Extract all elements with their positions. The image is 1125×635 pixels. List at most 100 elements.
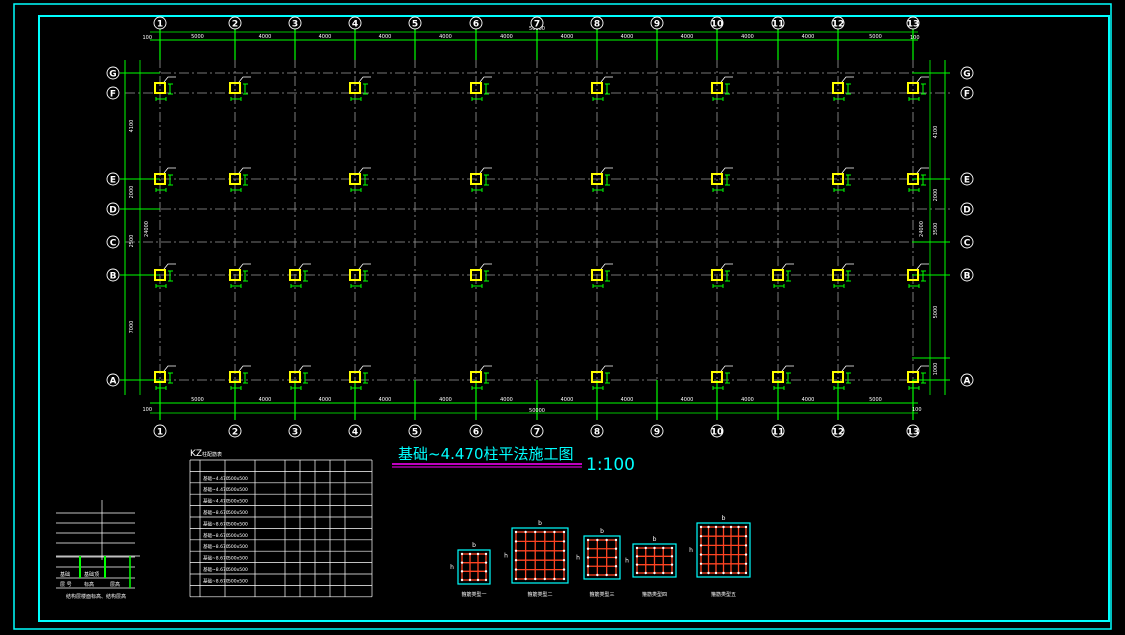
- section-bar: [699, 544, 703, 547]
- axis-bubble-label: 8: [594, 20, 600, 30]
- column-kz: [289, 263, 311, 288]
- column-kz: [229, 263, 251, 288]
- axis-bubble-label: 11: [772, 428, 785, 438]
- axis-bubble: 3: [288, 16, 302, 30]
- axis-bubble-circle: [469, 424, 483, 438]
- column-leader: [238, 76, 251, 83]
- section-bar: [737, 571, 740, 575]
- axis-bubble-circle: [771, 424, 785, 438]
- section-bar: [699, 535, 703, 538]
- section-label: 箍筋类型一: [461, 591, 486, 598]
- axis-bubble-circle: [153, 424, 167, 438]
- column-section: [289, 269, 301, 281]
- bottom-dim-label: 4000: [741, 397, 754, 403]
- axis-bubble-circle: [106, 86, 120, 100]
- column-kz: [229, 365, 251, 390]
- axis-bubble-label: 12: [832, 20, 845, 30]
- column-section: [591, 269, 603, 281]
- column-kz: [832, 76, 854, 101]
- column-leader: [720, 263, 733, 270]
- bottom-total-label: 50000: [529, 408, 545, 414]
- section-bar: [596, 573, 599, 577]
- axis-bubble-circle: [960, 66, 974, 80]
- kz-row-size: 500x500: [228, 567, 248, 573]
- axis-bubble-circle: [650, 424, 664, 438]
- section-bar: [707, 571, 710, 575]
- section-bar: [534, 530, 537, 534]
- kz-row-range: 基础~8.670: [203, 520, 229, 527]
- column-kz: [711, 365, 733, 390]
- top-dim-label: 4000: [561, 34, 574, 40]
- section-bar: [484, 552, 488, 556]
- section-bar: [460, 570, 464, 573]
- right-dim-label: 1000: [933, 363, 939, 376]
- column-leader: [600, 365, 613, 372]
- kz-row-size: 500x500: [228, 544, 248, 550]
- section-bar: [614, 538, 618, 542]
- axis-bubble-circle: [106, 268, 120, 282]
- axis-bubble-circle: [408, 16, 422, 30]
- axis-bubble: 6: [469, 424, 483, 438]
- axis-bubble-circle: [348, 16, 362, 30]
- section-bar: [744, 562, 748, 565]
- section-bar: [553, 530, 556, 534]
- axis-bubble-circle: [906, 16, 920, 30]
- column-kz: [591, 167, 613, 192]
- axis-bubble-label: B: [110, 272, 117, 282]
- column-section: [289, 371, 301, 383]
- axis-bubble-circle: [530, 16, 544, 30]
- section-bar: [744, 535, 748, 538]
- section-bar: [484, 570, 488, 573]
- axis-bubble: 9: [650, 16, 664, 30]
- axis-bubble-label: 5: [412, 428, 418, 438]
- axis-bubble: 2: [228, 16, 242, 30]
- axis-bubble: 8: [590, 424, 604, 438]
- axis-bubble-label: A: [110, 377, 117, 387]
- axis-bubble: C: [106, 235, 120, 249]
- axis-bubble: 9: [650, 424, 664, 438]
- section-bar: [744, 525, 748, 529]
- axis-bubble: 1: [153, 16, 167, 30]
- axis-bubble-label: 1: [157, 428, 163, 438]
- bottom-dim-label: 4000: [259, 397, 272, 403]
- right-total-label: 24000: [919, 221, 925, 237]
- column-leader: [916, 167, 929, 174]
- axis-bubble-label: 6: [473, 428, 479, 438]
- axis-bubble-label: 2: [232, 428, 238, 438]
- section-bar: [514, 530, 518, 534]
- axis-bubble-label: 3: [292, 428, 298, 438]
- top-dim-label: 5000: [869, 34, 882, 40]
- axis-bubble-circle: [530, 424, 544, 438]
- axis-bubble-circle: [228, 16, 242, 30]
- column-leader: [358, 167, 371, 174]
- axis-bubble: 7: [530, 424, 544, 438]
- axis-bubble: 4: [348, 16, 362, 30]
- section-bar: [484, 561, 488, 564]
- section-bar: [562, 577, 566, 581]
- column-leader: [841, 76, 854, 83]
- column-kz: [772, 365, 794, 390]
- axis-bubble: 10: [710, 16, 724, 30]
- axis-bubble-circle: [228, 424, 242, 438]
- section-dim-b: b: [600, 528, 604, 535]
- axis-bubble-circle: [106, 373, 120, 387]
- section-bar: [553, 577, 556, 581]
- column-kz: [470, 167, 492, 192]
- column-leader: [238, 365, 251, 372]
- column-kz: [711, 76, 733, 101]
- column-leader: [298, 263, 311, 270]
- axis-bubble-circle: [590, 16, 604, 30]
- section-bar: [543, 530, 546, 534]
- column-leader: [916, 263, 929, 270]
- column-section: [229, 371, 241, 383]
- kz-row-size: 500x500: [228, 476, 248, 482]
- column-leader: [841, 263, 854, 270]
- axis-bubble-circle: [960, 373, 974, 387]
- section-bar: [514, 549, 518, 552]
- column-kz: [907, 263, 929, 288]
- column-kz: [229, 167, 251, 192]
